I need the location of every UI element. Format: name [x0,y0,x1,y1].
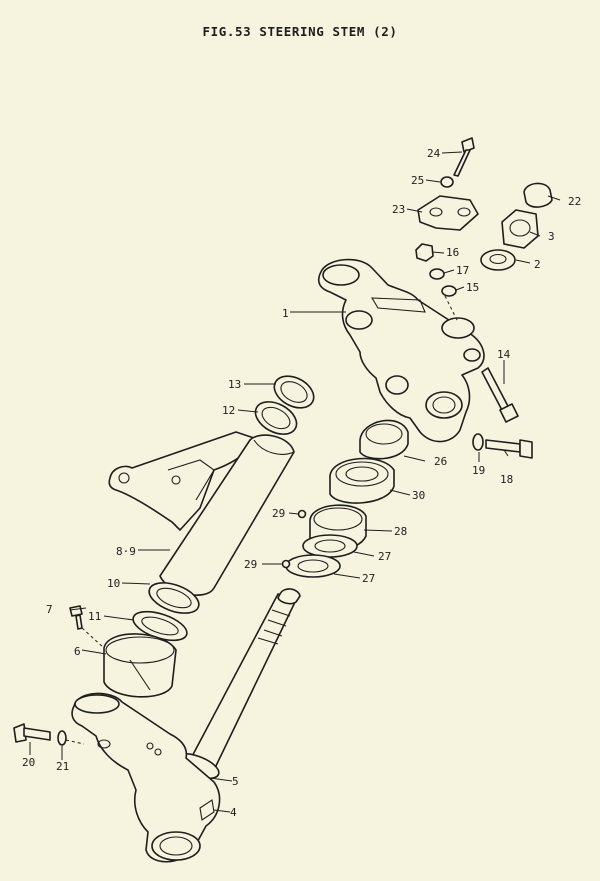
seal-part-27-upper [302,534,358,558]
part-label-1: 1 [282,307,289,320]
bolt-part-14 [481,367,519,423]
part-label-3: 3 [548,230,555,243]
part-label-8-9: 8·9 [116,545,136,558]
part-label-30: 30 [412,489,425,502]
part-label-4: 4 [230,806,237,819]
cap-part-22 [523,182,553,208]
washer-part-2 [480,249,516,271]
ball-part-29-upper [297,509,307,519]
part-label-27-lower: 27 [362,572,375,585]
upper-bracket-part [317,258,485,443]
part-label-13: 13 [228,378,241,391]
part-label-14: 14 [497,348,511,361]
part-label-12: 12 [222,404,235,417]
fork-cover-part-8-9 [108,431,295,596]
part-label-28: 28 [394,525,407,538]
part-label-26: 26 [434,455,447,468]
part-label-2: 2 [534,258,541,271]
part-label-7: 7 [46,603,53,616]
seal-part-27-lower [285,554,341,578]
part-label-5: 5 [232,775,239,788]
part-label-29-lower: 29 [244,558,257,571]
nut-part-16 [415,243,434,262]
part-label-11: 11 [88,610,101,623]
ring-part-10 [148,582,200,614]
part-label-16: 16 [446,246,459,259]
washer-part-17 [429,268,445,280]
steering-nut-part-26 [359,419,409,460]
part-label-22: 22 [568,195,581,208]
assembly-line [444,295,459,323]
steering-stem-part-5 [172,588,301,780]
bolt-part-20 [13,723,51,743]
ring-part-11 [132,610,188,642]
lower-bracket-part-4 [71,692,221,863]
part-label-19: 19 [472,464,485,477]
figure-title: FIG.53 STEERING STEM (2) [202,24,398,39]
part-label-29-upper: 29 [272,507,285,520]
washer-part-21 [57,730,67,746]
part-label-21: 21 [56,760,69,773]
part-label-10: 10 [107,577,120,590]
bearing-part-30 [329,457,395,504]
nut-part-25 [440,176,454,188]
part-label-23: 23 [392,203,405,216]
assembly-line [81,627,105,649]
part-label-6: 6 [74,645,81,658]
holder-part-23 [417,195,479,231]
part-label-15: 15 [466,281,479,294]
leader-lines [29,151,561,813]
washer-part-19 [472,433,484,451]
part-number-labels: 1 2 3 4 5 6 7 8·9 10 11 12 13 14 15 16 1… [22,147,581,819]
bolt-part-18 [485,439,533,459]
cover-part-6 [103,633,177,698]
assembly-line [65,739,85,745]
ring-part-13 [273,375,315,409]
ring-part-12 [254,401,298,435]
part-label-17: 17 [456,264,469,277]
nut-part-3 [501,209,539,249]
part-label-27-upper: 27 [378,550,391,563]
part-label-18: 18 [500,473,513,486]
part-label-20: 20 [22,756,35,769]
washer-part-15 [441,285,457,297]
bolt-part-24 [453,137,475,177]
part-label-25: 25 [411,174,424,187]
part-label-24: 24 [427,147,441,160]
ball-part-29-lower [281,559,291,569]
